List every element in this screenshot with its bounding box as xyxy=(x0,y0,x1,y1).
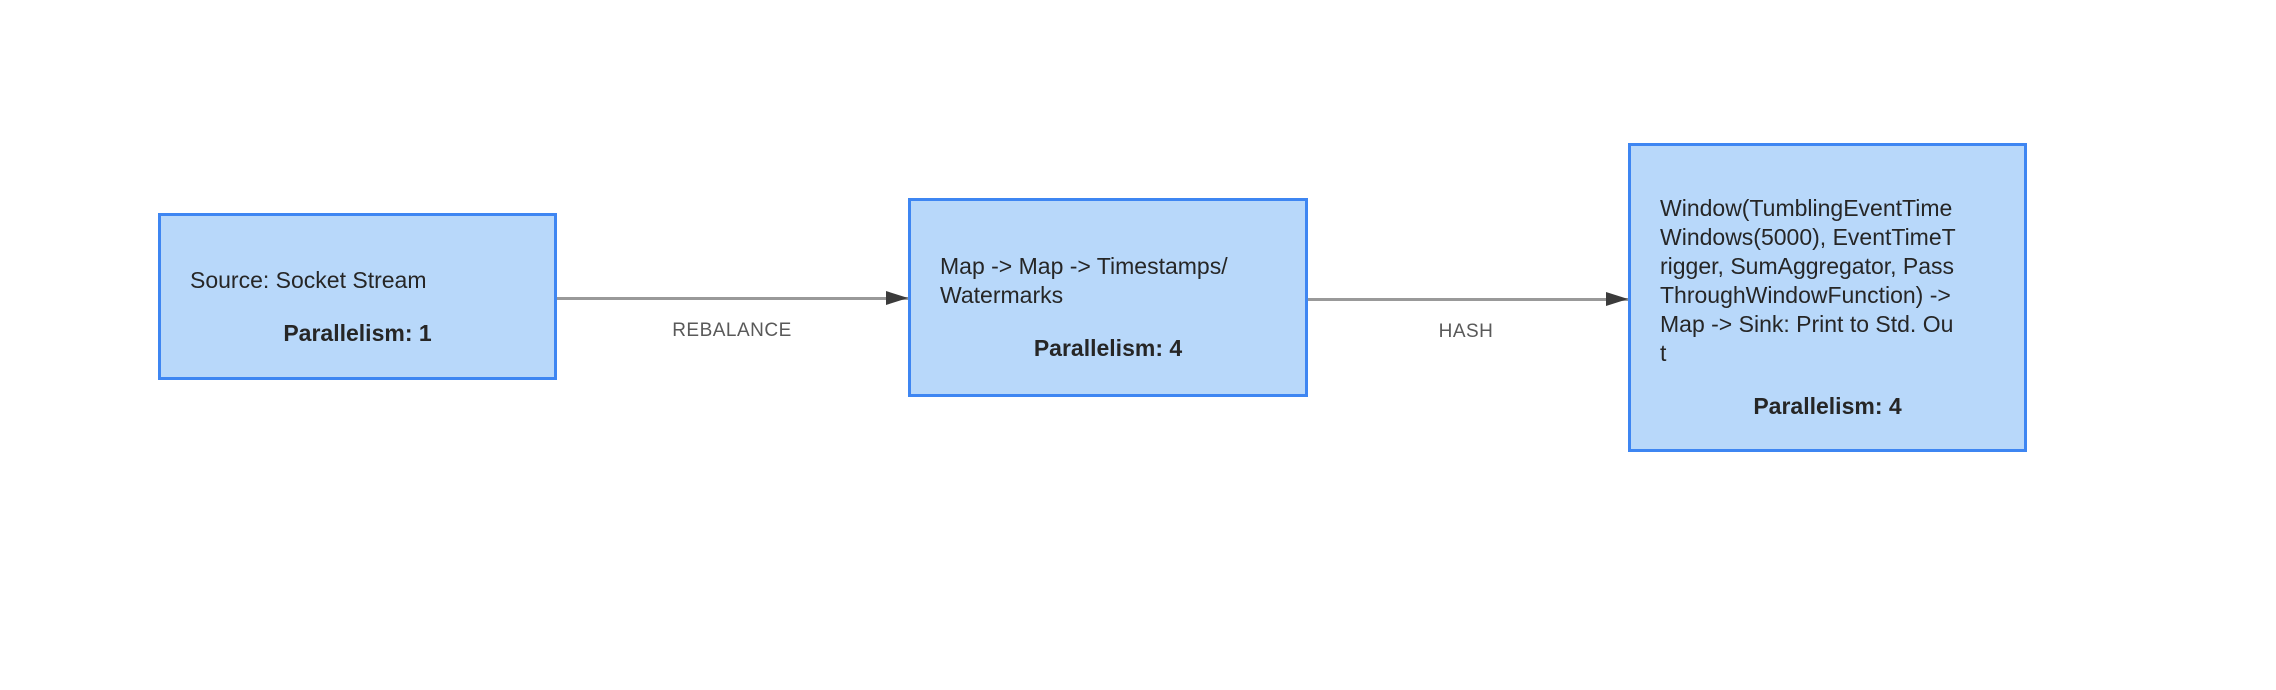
node-parallelism-label: Parallelism: 4 xyxy=(1033,335,1183,361)
edge-label-rebalance: REBALANCE xyxy=(672,320,792,341)
job-graph-node-window-sink[interactable]: Window(TumblingEventTimeWindows(5000), E… xyxy=(1628,143,2027,452)
node-name-label: Source: Socket Stream xyxy=(190,266,427,293)
arrowhead-icon xyxy=(886,291,908,305)
arrowhead-icon xyxy=(1606,292,1628,306)
edge-label-hash: HASH xyxy=(1438,321,1494,342)
node-parallelism-label: Parallelism: 1 xyxy=(283,319,432,346)
node-name-label: Map -> Map -> Timestamps/Watermarks xyxy=(940,253,1228,308)
job-graph-node-map-chain[interactable]: Map -> Map -> Timestamps/Watermarks Para… xyxy=(908,198,1308,397)
job-graph-node-source[interactable]: Source: Socket Stream Parallelism: 1 xyxy=(158,213,557,380)
edge-line-hash xyxy=(1308,298,1628,301)
node-name-label: Window(TumblingEventTimeWindows(5000), E… xyxy=(1660,195,1958,366)
edge-line-rebalance xyxy=(557,297,908,300)
node-parallelism-label: Parallelism: 4 xyxy=(1753,393,1902,419)
